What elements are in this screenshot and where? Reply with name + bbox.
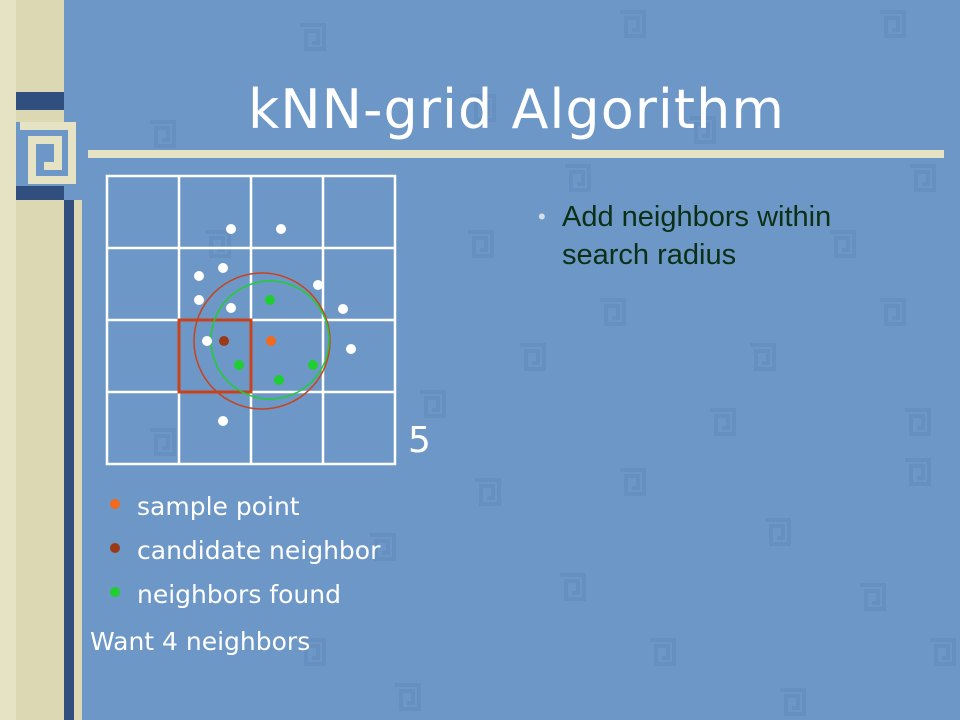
found-dot-icon	[110, 587, 120, 597]
point	[202, 336, 212, 346]
sample-dot-icon	[110, 499, 120, 509]
point	[226, 303, 236, 313]
point	[313, 280, 323, 290]
legend-label: neighbors found	[137, 580, 341, 609]
legend-item-sample: sample point	[110, 492, 300, 521]
point	[194, 295, 204, 305]
point	[276, 224, 286, 234]
found-neighbors	[234, 295, 318, 385]
candidate-neighbor-point	[219, 336, 229, 346]
candidate-dot-icon	[110, 543, 120, 553]
legend-item-candidate: candidate neighbor	[110, 536, 380, 565]
neighbor-point	[274, 375, 284, 385]
grid	[105, 174, 397, 466]
bullet-item: • Add neighbors within search radius	[538, 198, 918, 274]
grid-size-label: 5	[408, 420, 431, 461]
bullet-text: Add neighbors within search radius	[562, 201, 832, 271]
point	[226, 224, 236, 234]
bullet-dot-icon: •	[538, 204, 546, 229]
neighbor-point	[308, 360, 318, 370]
point	[338, 304, 348, 314]
legend-label: candidate neighbor	[137, 536, 381, 565]
point	[218, 263, 228, 273]
footnote: Want 4 neighbors	[90, 627, 311, 656]
point	[194, 271, 204, 281]
slide-title: kNN-grid Algorithm	[248, 78, 785, 141]
neighbor-point	[234, 360, 244, 370]
outer-search-circle	[193, 272, 331, 410]
neighbor-point	[265, 295, 275, 305]
other-points	[194, 224, 356, 426]
sample-point	[266, 336, 276, 346]
legend-label: sample point	[137, 492, 300, 521]
legend-item-found: neighbors found	[110, 580, 341, 609]
point	[346, 344, 356, 354]
point	[218, 416, 228, 426]
highlighted-cell	[177, 318, 253, 394]
